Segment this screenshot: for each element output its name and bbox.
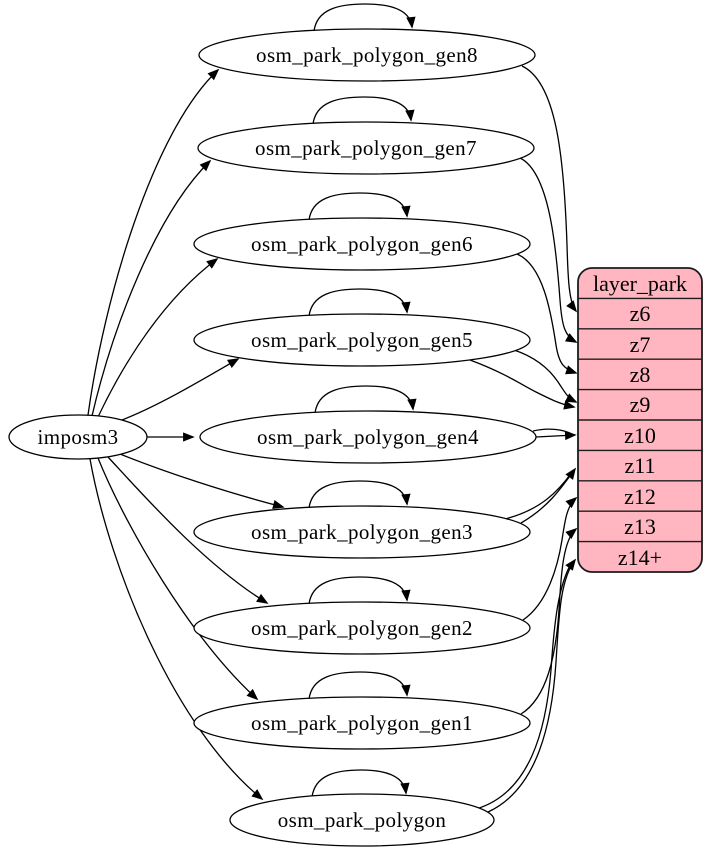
self-loops — [308, 3, 417, 798]
mapping-edges — [469, 65, 578, 813]
edge-imposm3-to-gen6 — [97, 257, 219, 418]
self-loop-gen6 — [308, 192, 411, 221]
table-node-gen2: osm_park_polygon_gen2 — [193, 601, 531, 655]
table-node-gen3: osm_park_polygon_gen3 — [193, 505, 531, 559]
layer-title: layer_park — [593, 271, 687, 296]
edge-base-to-z14 — [487, 558, 577, 813]
gen6-label: osm_park_polygon_gen6 — [251, 232, 473, 256]
gen7-ellipse — [197, 121, 535, 175]
self-loop-gen2 — [308, 576, 411, 605]
layer-row-z10: z10 — [624, 423, 656, 448]
edge-base-to-z14-b — [475, 561, 573, 810]
source-node-imposm3: imposm3 — [8, 414, 148, 460]
gen5-ellipse — [193, 313, 531, 367]
layer-row-z13: z13 — [624, 514, 656, 539]
edge-gen1-to-z13 — [520, 527, 578, 715]
layer-row-z11: z11 — [625, 453, 656, 478]
edge-imposm3-to-gen8 — [87, 68, 220, 416]
layer-row-z12: z12 — [624, 484, 656, 509]
edge-imposm3-to-gen7 — [91, 159, 212, 417]
imposm3-label: imposm3 — [38, 425, 119, 449]
edge-imposm3-to-gen3 — [119, 453, 285, 510]
self-loop-gen4 — [314, 385, 417, 414]
self-loop-gen1 — [308, 671, 411, 700]
table-node-base: osm_park_polygon — [229, 793, 495, 847]
gen6-ellipse — [193, 217, 531, 271]
self-loop-base — [311, 769, 410, 798]
table-node-gen7: osm_park_polygon_gen7 — [197, 121, 535, 175]
table-node-gen8: osm_park_polygon_gen8 — [198, 28, 536, 82]
edge-imposm3-to-gen1 — [97, 457, 259, 701]
edge-imposm3-to-gen2 — [107, 456, 269, 604]
self-loop-gen5 — [308, 288, 411, 317]
layer-row-z6: z6 — [630, 301, 651, 326]
gen1-ellipse — [193, 696, 531, 750]
base-label: osm_park_polygon — [278, 808, 447, 832]
table-node-gen6: osm_park_polygon_gen6 — [193, 217, 531, 271]
edge-gen6-to-z8 — [516, 253, 578, 375]
layer-row-z7: z7 — [630, 332, 651, 357]
edge-gen3-to-z11-b — [504, 471, 573, 520]
table-node-gen4: osm_park_polygon_gen4 — [199, 410, 537, 464]
edge-gen7-to-z7 — [519, 157, 578, 343]
self-loop-gen7 — [312, 96, 415, 125]
edge-gen2-to-z12 — [522, 496, 578, 621]
edge-gen3-to-z11 — [520, 467, 577, 524]
gen3-ellipse — [193, 505, 531, 559]
source-edges — [87, 68, 285, 801]
gen1-label: osm_park_polygon_gen1 — [251, 711, 473, 735]
imposm3-ellipse — [8, 414, 148, 460]
base-ellipse — [229, 793, 495, 847]
edge-imposm3-to-base — [89, 458, 264, 801]
edge-gen5-to-z9-b — [469, 359, 576, 410]
edge-gen8-to-z6 — [521, 65, 578, 313]
gen2-label: osm_park_polygon_gen2 — [251, 616, 473, 640]
edge-gen4-to-z10 — [535, 430, 577, 441]
gen8-ellipse — [198, 28, 536, 82]
layer-row-z14: z14+ — [618, 545, 662, 570]
self-loop-gen3 — [308, 480, 411, 509]
gen8-label: osm_park_polygon_gen8 — [256, 43, 478, 67]
gen4-label: osm_park_polygon_gen4 — [257, 425, 479, 449]
gen7-label: osm_park_polygon_gen7 — [255, 136, 477, 160]
layer-row-z8: z8 — [630, 362, 651, 387]
gen2-ellipse — [193, 601, 531, 655]
table-node-gen1: osm_park_polygon_gen1 — [193, 696, 531, 750]
edge-imposm3-to-gen5 — [121, 358, 240, 421]
gen3-label: osm_park_polygon_gen3 — [251, 520, 473, 544]
gen5-label: osm_park_polygon_gen5 — [251, 328, 473, 352]
gen4-ellipse — [199, 410, 537, 464]
edge-gen4-to-z10-b — [532, 428, 573, 435]
self-loop-gen8 — [313, 3, 416, 32]
layer-record-node: layer_park z6 z7 z8 z9 z10 z11 z12 z13 z… — [577, 267, 703, 573]
edge-gen5-to-z9 — [513, 349, 578, 403]
layer-row-z9: z9 — [630, 392, 651, 417]
table-node-gen5: osm_park_polygon_gen5 — [193, 313, 531, 367]
